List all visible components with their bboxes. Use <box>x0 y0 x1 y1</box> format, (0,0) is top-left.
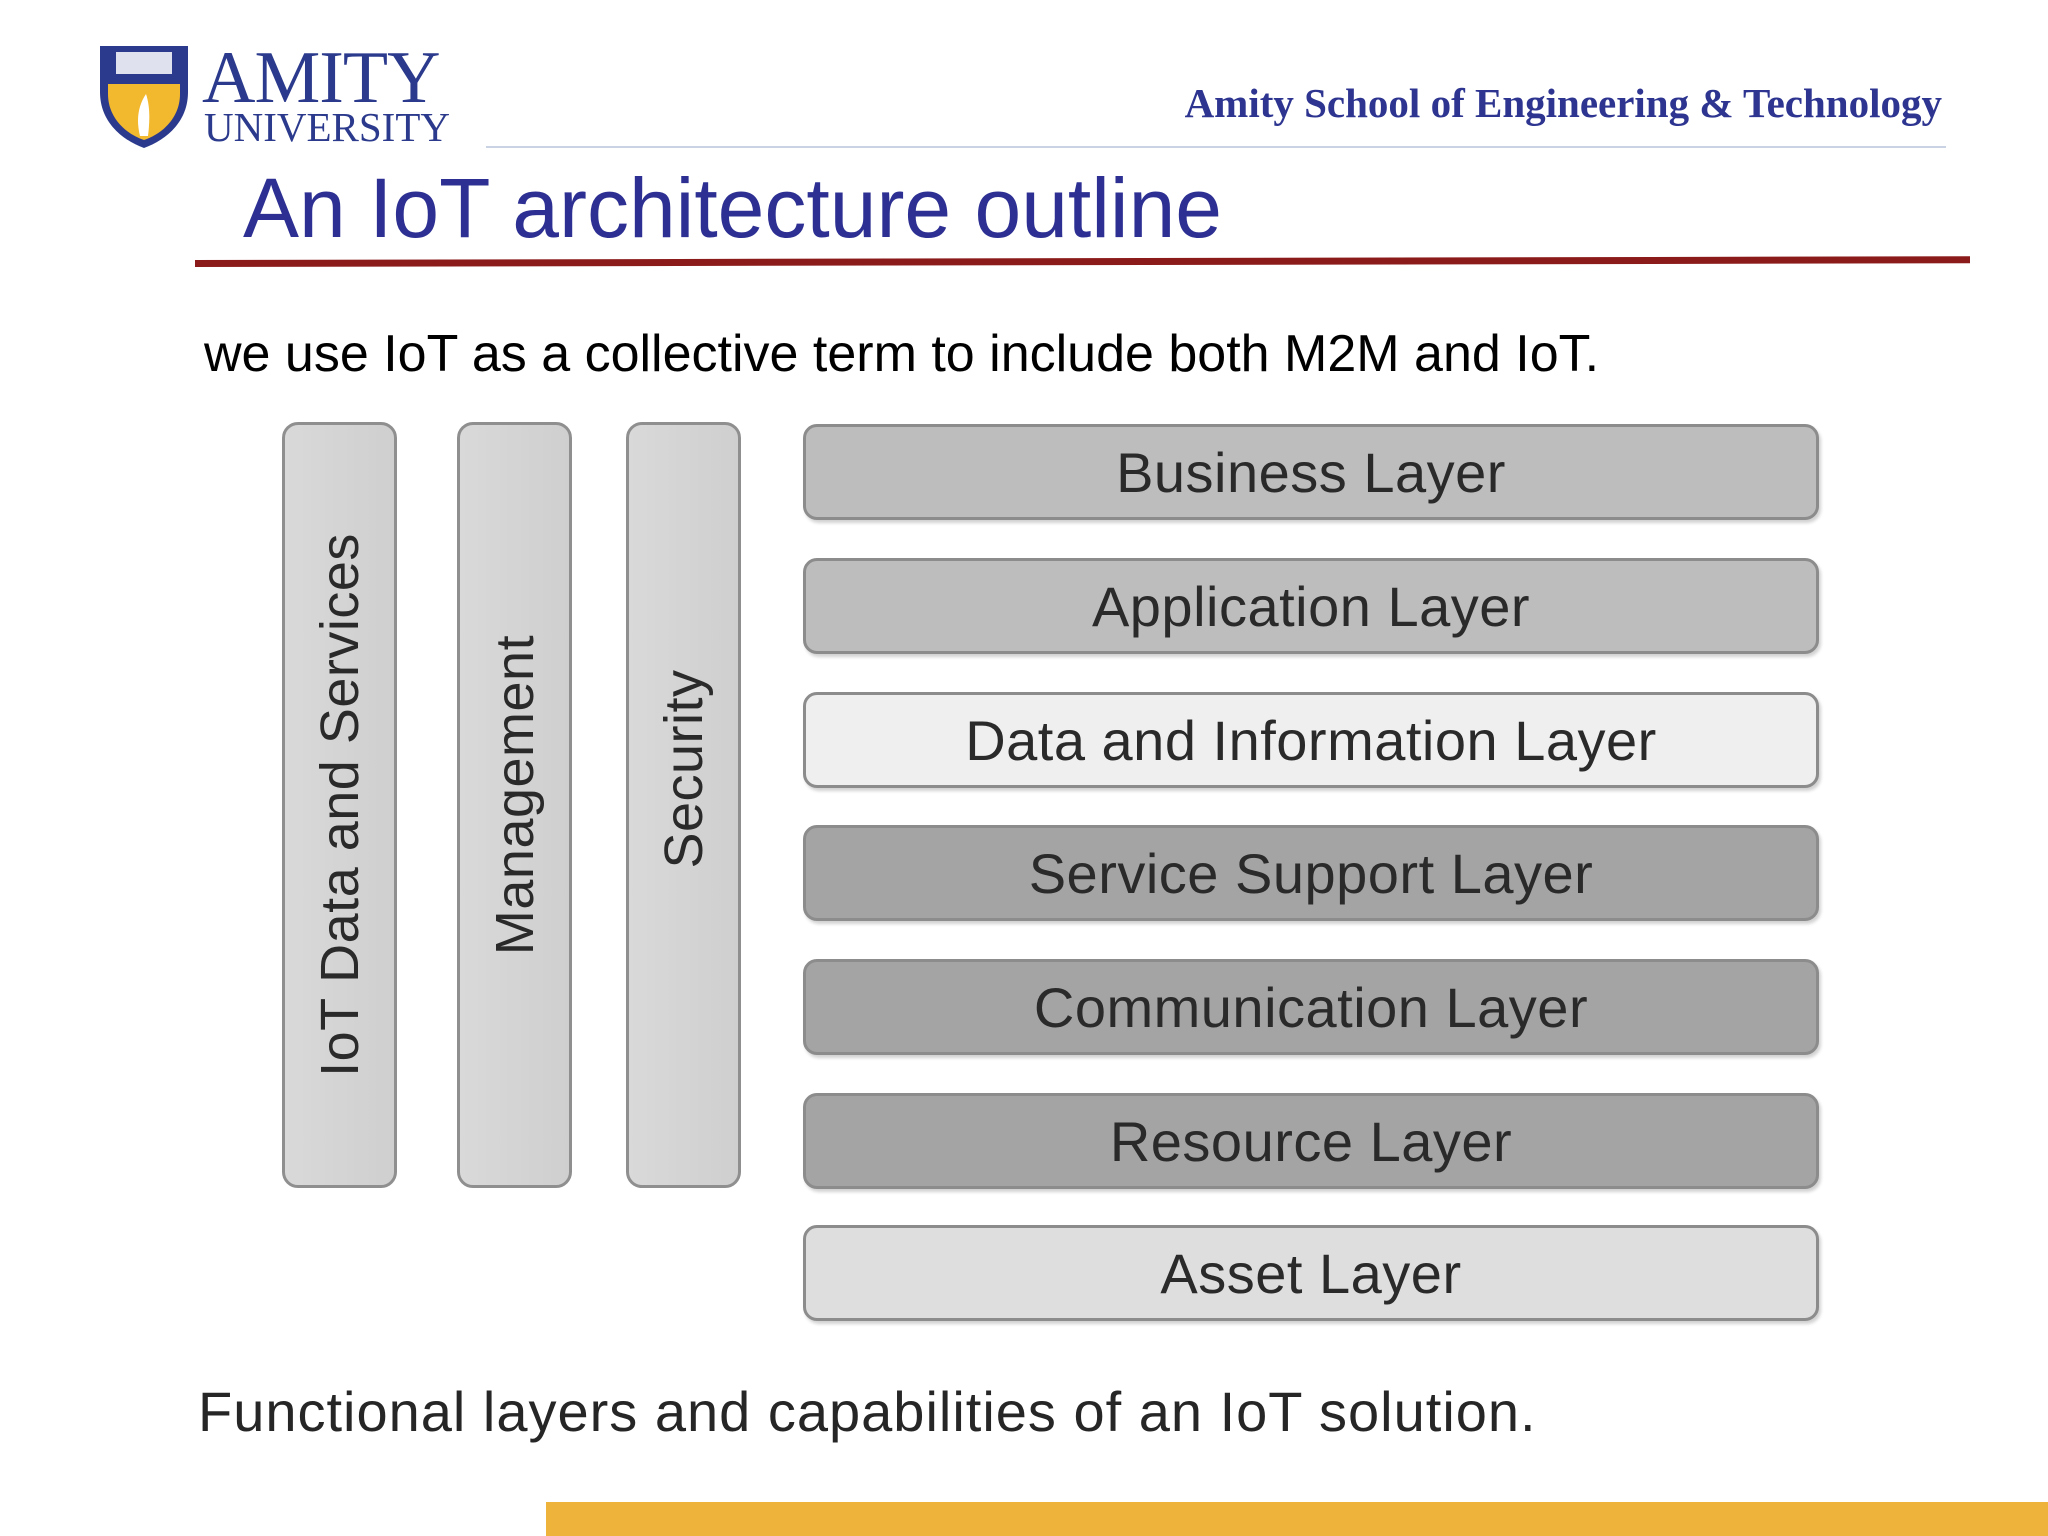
footer-bar <box>546 1502 2048 1536</box>
layer-resource: Resource Layer <box>803 1093 1819 1189</box>
column-label: Security <box>653 669 714 869</box>
column-label: IoT Data and Services <box>309 533 370 1077</box>
amity-logo: AMITY UNIVERSITY <box>96 37 456 150</box>
shield-logo-icon <box>100 46 188 148</box>
logo-subtitle: UNIVERSITY <box>204 104 450 150</box>
layer-application: Application Layer <box>803 558 1819 654</box>
layer-data-information: Data and Information Layer <box>803 692 1819 788</box>
slide-title: An IoT architecture outline <box>243 161 1223 255</box>
layer-asset: Asset Layer <box>803 1225 1819 1321</box>
column-security: Security <box>626 422 741 1188</box>
layer-service-support: Service Support Layer <box>803 825 1819 921</box>
column-label: Management <box>484 634 545 956</box>
logo-word: AMITY <box>202 37 441 119</box>
school-name: Amity School of Engineering & Technology <box>1184 80 1942 126</box>
column-iot-data-services: IoT Data and Services <box>282 422 397 1188</box>
layer-business: Business Layer <box>803 424 1819 520</box>
intro-text: we use IoT as a collective term to inclu… <box>204 325 1600 383</box>
diagram-caption: Functional layers and capabilities of an… <box>198 1380 1537 1443</box>
header-divider <box>486 146 1946 148</box>
column-management: Management <box>457 422 572 1188</box>
layer-communication: Communication Layer <box>803 959 1819 1055</box>
